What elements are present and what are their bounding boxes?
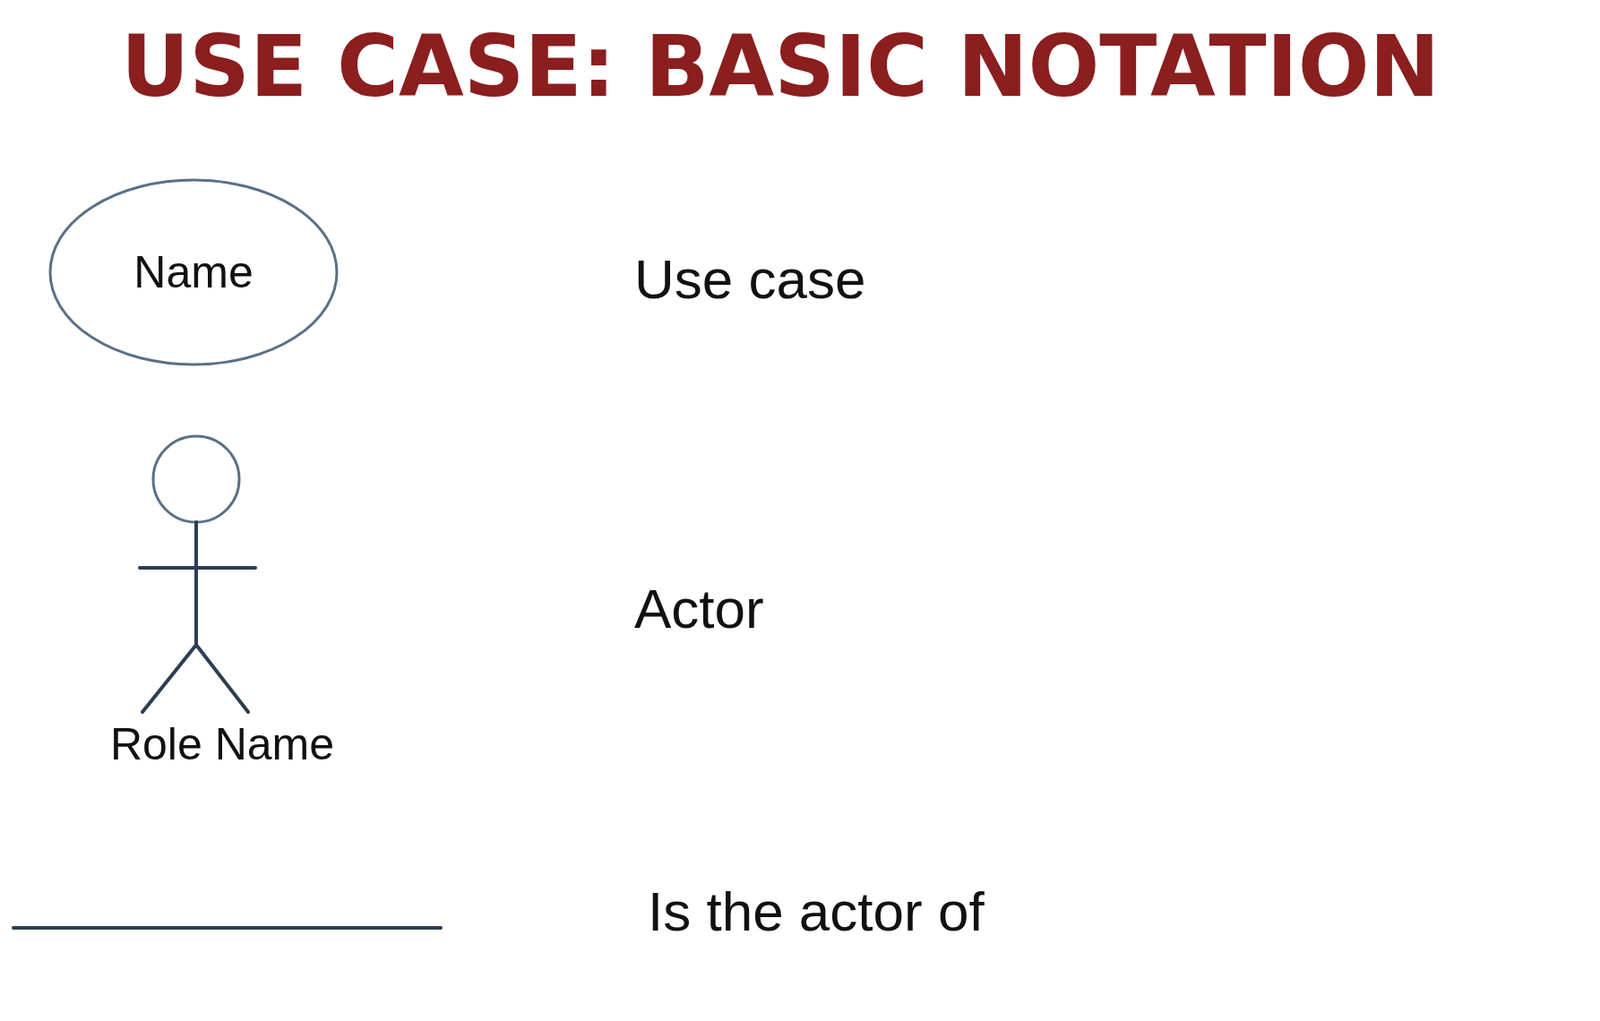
ellipse-outline — [50, 180, 337, 365]
notation-description: Use case — [634, 247, 866, 311]
diagram-title: USE CASE: BASIC NOTATION — [120, 17, 1440, 116]
notation-description: Is the actor of — [647, 879, 985, 944]
actor-leg — [196, 645, 249, 713]
actor-leg — [142, 645, 197, 713]
association-line-symbol — [13, 926, 441, 930]
actor-figure: Role Name — [62, 430, 386, 780]
actor-arms — [139, 566, 256, 570]
use-case-ellipse: Name — [47, 177, 340, 368]
stick-figure — [139, 436, 256, 713]
notation-description: Actor — [634, 576, 765, 641]
actor-head — [153, 436, 240, 523]
actor-role-name: Role Name — [110, 718, 335, 771]
actor-body — [194, 522, 198, 646]
use-case-name: Name — [133, 246, 253, 299]
